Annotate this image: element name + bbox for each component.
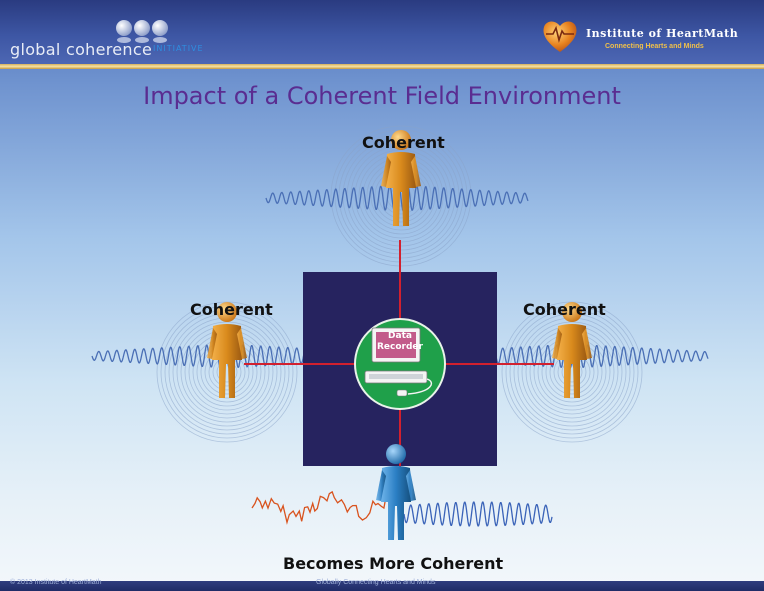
left-coherent-person-icon	[207, 302, 247, 398]
heart-logo-icon	[543, 21, 577, 52]
left-person-label: Coherent	[190, 300, 273, 319]
bottom-person-coherent-wave	[403, 501, 553, 527]
center-person-icon	[376, 444, 416, 540]
three-globes-icon	[116, 20, 168, 43]
header-bar: global coherence INITIATIVE Institute of…	[0, 0, 764, 64]
footer-bar: © 2013 Institute of HeartMath Globally C…	[0, 579, 764, 591]
slide-title: Impact of a Coherent Field Environment	[143, 82, 621, 110]
right-coherent-person-icon	[552, 302, 592, 398]
top-person-wave	[265, 184, 529, 212]
hm-logo-title: Institute of HeartMath	[586, 27, 739, 40]
computer-icon	[364, 327, 432, 397]
header-divider	[0, 64, 764, 69]
gc-logo-initiative: INITIATIVE	[153, 44, 204, 53]
data-recorder-line1: Data	[388, 331, 412, 341]
footer-tagline: Globally Connecting Hearts and Minds	[316, 579, 436, 586]
bottom-person-label: Becomes More Coherent	[283, 554, 504, 573]
hm-logo-tagline: Connecting Hearts and Minds	[605, 43, 704, 50]
top-person-label: Coherent	[362, 133, 445, 152]
gc-logo-text: global coherence	[10, 40, 153, 59]
bottom-person-incoherent-wave	[251, 490, 404, 525]
data-recorder-line2: Recorder	[377, 342, 423, 352]
right-person-label: Coherent	[523, 300, 606, 319]
top-coherent-person-icon	[381, 130, 421, 226]
data-recorder-label: Data Recorder	[368, 331, 432, 353]
footer-copyright: © 2013 Institute of HeartMath	[10, 579, 102, 586]
